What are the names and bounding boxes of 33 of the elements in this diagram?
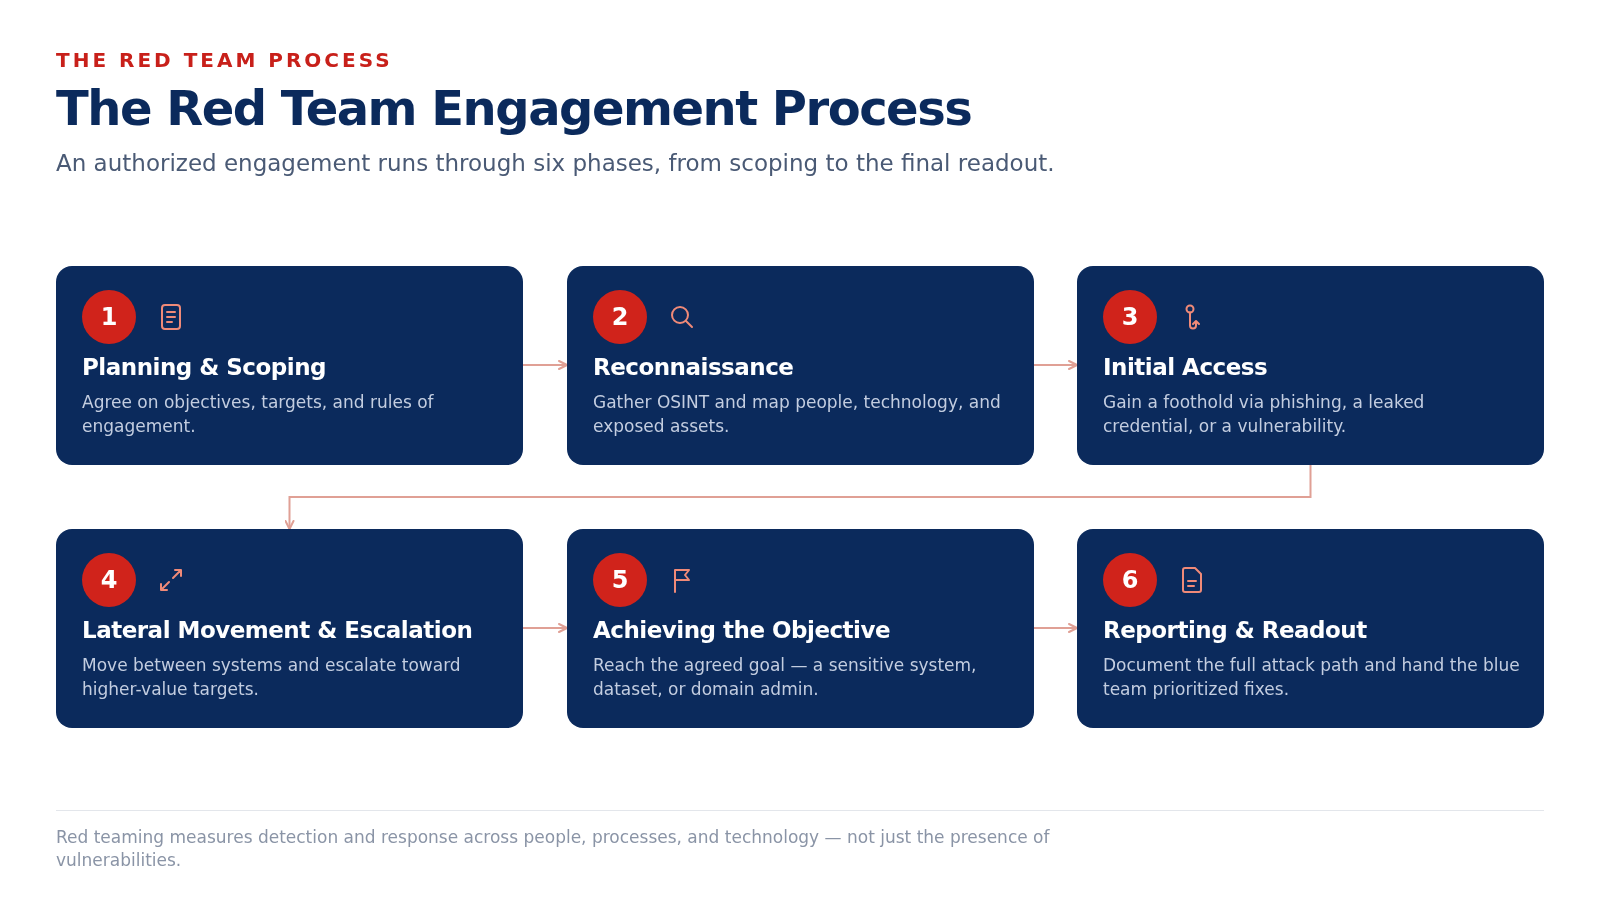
card-description: Gain a foothold via phishing, a leaked credential, or a vulnerability. xyxy=(1103,391,1426,438)
arrow xyxy=(1033,623,1078,633)
card-heading: Initial Access xyxy=(1103,354,1268,380)
card-description: Agree on objectives, targets, and rules of engagement. xyxy=(82,391,435,438)
process-card xyxy=(567,266,1034,465)
eyebrow-heading: THE RED TEAM PROCESS xyxy=(56,48,393,72)
step-number-badge: 3 xyxy=(1103,290,1157,344)
process-card xyxy=(56,529,523,728)
subtitle: An authorized engagement runs through six phases, from scoping to the final readout. xyxy=(56,150,1055,176)
step-number-badge: 5 xyxy=(593,553,647,607)
process-card xyxy=(1077,529,1544,728)
process-card xyxy=(56,266,523,465)
process-card xyxy=(1077,266,1544,465)
card-description: Gather OSINT and map people, technology, and exposed assets. xyxy=(593,391,1002,438)
card-description: Reach the agreed goal — a sensitive system, dataset, or domain admin. xyxy=(593,654,978,701)
step-number-badge: 1 xyxy=(82,290,136,344)
process-card xyxy=(567,529,1034,728)
step-number-badge: 4 xyxy=(82,553,136,607)
title: The Red Team Engagement Process xyxy=(56,80,972,136)
step-number-badge: 2 xyxy=(593,290,647,344)
card-heading: Lateral Movement & Escalation xyxy=(82,617,473,643)
arrow xyxy=(522,623,568,633)
footer-note: Red teaming measures detection and response across people, processes, and technology — not just the presence of vulnerabilities. xyxy=(56,826,1051,872)
arrow xyxy=(284,464,1312,530)
card-heading: Planning & Scoping xyxy=(82,354,326,380)
card-description: Move between systems and escalate toward higher-value targets. xyxy=(82,654,462,701)
card-heading: Reporting & Readout xyxy=(1103,617,1367,643)
arrow xyxy=(522,360,568,370)
card-heading: Achieving the Objective xyxy=(593,617,891,643)
step-number-badge: 6 xyxy=(1103,553,1157,607)
arrow xyxy=(1033,360,1078,370)
card-description: Document the full attack path and hand the blue team prioritized fixes. xyxy=(1103,654,1520,701)
card-heading: Reconnaissance xyxy=(593,354,794,380)
